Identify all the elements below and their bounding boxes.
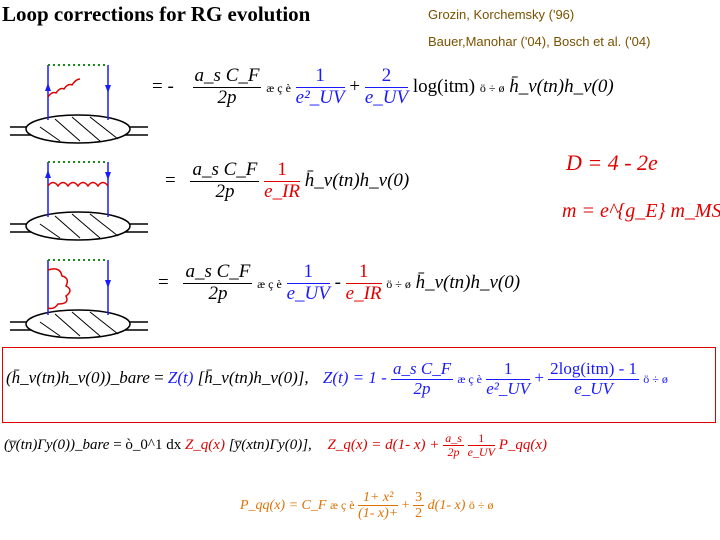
- eq6-lhs: P_qq(x) = C_F: [240, 498, 327, 514]
- eq3-term1: 1 e_UV: [286, 261, 330, 305]
- eq1-t2-num: 2: [364, 65, 409, 88]
- eq5-integral: ò_0^1 dx: [125, 437, 182, 454]
- eq3-bracket-close: ö ÷ ø: [386, 276, 411, 291]
- eq5-term: 1 e_UV: [467, 431, 495, 460]
- eq1-bracket-close: ö ÷ ø: [479, 80, 505, 95]
- eq6-t1-num: 1+ x²: [358, 490, 399, 507]
- boxed-z: Z(t): [167, 368, 194, 388]
- eq3-operator: h̄_v(tn)h_v(0): [415, 271, 521, 293]
- mu-formula: m = e^{g_E} m_MS: [562, 200, 720, 222]
- boxed-coef-den: 2p: [413, 378, 431, 398]
- eq1-coefficient: a_s C_F 2p: [192, 65, 262, 109]
- eq3-coef-num: a_s C_F: [183, 261, 253, 284]
- eq5-coef-den: 2p: [447, 445, 460, 460]
- eq6-t1-den: (1- x)+: [358, 506, 399, 522]
- eq6-t2-den: 2: [415, 506, 423, 522]
- eq3-t2-num: 1: [345, 261, 382, 284]
- eq3-coef-den: 2p: [208, 282, 228, 304]
- eq6-delta: d(1- x): [427, 498, 466, 514]
- eq1-operator: h̄_v(tn)h_v(0): [509, 75, 614, 97]
- eq6-bracket-open: æ ç è: [329, 498, 355, 513]
- eq6-term1: 1+ x² (1- x)+: [358, 490, 399, 522]
- boxed-bracket-open: æ ç è: [457, 372, 482, 387]
- dimension-formula: D = 4 - 2e: [566, 150, 658, 175]
- eq2-coef-den: 2p: [215, 180, 235, 202]
- equation-6: P_qq(x) = C_F æ ç è 1+ x² (1- x)+ + 3 2 …: [240, 490, 493, 522]
- boxed-lhs: (h̄_v(tn)h_v(0))_bare: [6, 368, 150, 388]
- boxed-z-definition: Z(t) = 1 -: [322, 368, 387, 388]
- eq1-coef-num: a_s C_F: [192, 65, 262, 88]
- eq3-minus: -: [334, 271, 341, 293]
- boxed-rhs: [h̄_v(tn)h_v(0)],: [197, 368, 309, 388]
- eq1-coef-den: 2p: [217, 86, 237, 108]
- eq2-prefix: =: [165, 169, 176, 191]
- eq3-t1-num: 1: [286, 261, 330, 284]
- eq5-pqq: P_qq(x): [498, 437, 547, 454]
- boxed-coefficient: a_s C_F 2p: [391, 359, 454, 398]
- eq5-zq-definition: Z_q(x) = d(1- x) +: [327, 437, 440, 454]
- eq6-plus: +: [401, 498, 410, 514]
- eq2-operator: h̄_v(tn)h_v(0): [304, 169, 410, 191]
- eq2-coefficient: a_s C_F 2p: [190, 159, 260, 203]
- boxed-t2-den: e_UV: [574, 378, 613, 398]
- eq1-plus: +: [349, 75, 361, 97]
- eq3-term2: 1 e_IR: [345, 261, 382, 305]
- eq3-t2-den: e_IR: [345, 282, 382, 304]
- equation-5: (y̅(tn)Γy(0))_bare = ò_0^1 dx Z_q(x) [y̅…: [4, 431, 547, 460]
- eq6-term2: 3 2: [413, 490, 425, 522]
- page-title: Loop corrections for RG evolution: [2, 2, 311, 26]
- eq1-t1-num: 1: [295, 65, 345, 88]
- equation-2: = a_s C_F 2p 1 e_IR h̄_v(tn)h_v(0): [165, 159, 410, 203]
- eq3-t1-den: e_UV: [286, 282, 330, 304]
- eq1-log: log(itm): [412, 75, 476, 97]
- boxed-bracket-close: ö ÷ ø: [643, 372, 668, 387]
- eq2-coef-num: a_s C_F: [190, 159, 260, 182]
- eq3-coefficient: a_s C_F 2p: [183, 261, 253, 305]
- eq5-zq: Z_q(x): [184, 437, 225, 454]
- eq5-lhs: (y̅(tn)Γy(0))_bare: [4, 437, 110, 454]
- boxed-t2-num: 2log(itm) - 1: [548, 359, 640, 380]
- boxed-equation: (h̄_v(tn)h_v(0))_bare = Z(t) [h̄_v(tn)h_…: [6, 359, 668, 398]
- boxed-coef-num: a_s C_F: [391, 359, 454, 380]
- eq5-t-num: 1: [467, 431, 495, 447]
- eq1-term2: 2 e_UV: [364, 65, 409, 109]
- reference-1: Grozin, Korchemsky ('96): [428, 7, 575, 22]
- eq3-bracket-open: æ ç è: [257, 276, 282, 291]
- eq1-t1-den: e²_UV: [295, 86, 345, 108]
- equation-1: = - a_s C_F 2p æ ç è 1 e²_UV + 2 e_UV lo…: [152, 65, 614, 109]
- feynman-diagram-2: [10, 161, 148, 241]
- eq3-prefix: =: [158, 271, 169, 293]
- boxed-term2: 2log(itm) - 1 e_UV: [548, 359, 640, 398]
- eq6-bracket-close: ö ÷ ø: [468, 498, 494, 513]
- boxed-equals: =: [154, 368, 164, 388]
- eq5-coef-num: a_s: [443, 431, 464, 447]
- eq5-coefficient: a_s 2p: [443, 431, 464, 460]
- eq1-bracket-open: æ ç è: [266, 80, 291, 95]
- boxed-t1-num: 1: [486, 359, 531, 380]
- boxed-plus: +: [534, 368, 544, 388]
- reference-2: Bauer,Manohar ('04), Bosch et al. ('04): [428, 34, 651, 49]
- equation-3: = a_s C_F 2p æ ç è 1 e_UV - 1 e_IR ö ÷ ø…: [158, 261, 521, 305]
- eq1-prefix: = -: [152, 75, 174, 97]
- eq5-equals: =: [113, 437, 122, 454]
- boxed-t1-den: e²_UV: [486, 378, 531, 398]
- eq6-t2-num: 3: [413, 490, 425, 507]
- eq5-t-den: e_UV: [467, 445, 495, 460]
- eq1-term1: 1 e²_UV: [295, 65, 345, 109]
- boxed-equation-frame: [2, 347, 716, 423]
- eq2-t-den: e_IR: [264, 180, 301, 202]
- eq1-t2-den: e_UV: [364, 86, 409, 108]
- eq5-rhs: [y̅(xtn)Γy(0)],: [228, 437, 312, 454]
- boxed-term1: 1 e²_UV: [486, 359, 531, 398]
- eq2-t-num: 1: [264, 159, 301, 182]
- feynman-diagram-1: [10, 64, 148, 144]
- eq2-term: 1 e_IR: [264, 159, 301, 203]
- feynman-diagram-3: [10, 259, 148, 339]
